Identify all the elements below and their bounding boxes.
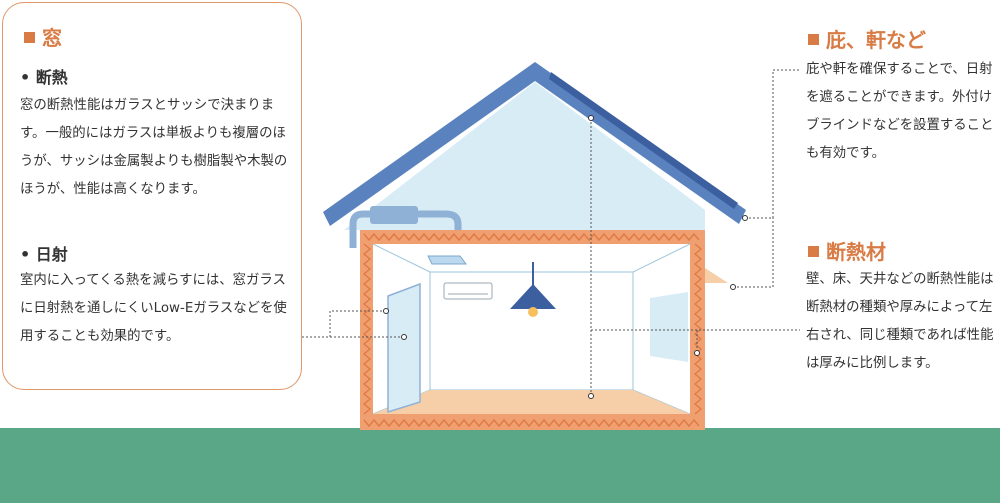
eaves-title: 庇、軒など — [808, 24, 926, 53]
square-bullet-icon — [808, 246, 819, 257]
attic-space — [344, 82, 705, 230]
ground — [0, 428, 1000, 503]
ceiling-light — [427, 255, 467, 265]
insulation-heading: • 断熱 — [20, 68, 68, 87]
insulation-body: 窓の断熱性能はガラスとサッシで決まります。一般的にはガラスは単板よりも複層のほう… — [20, 98, 288, 197]
leader-lines — [302, 69, 800, 396]
insulation-material-body: 壁、床、天井などの断熱性能は断熱材の種類や厚みによって左右され、同じ種類であれば… — [806, 272, 994, 371]
eave-canopy — [705, 268, 728, 283]
solar-heading: • 日射 — [20, 245, 68, 264]
ac-indoor-unit — [443, 282, 493, 300]
left-window — [387, 282, 421, 414]
square-bullet-icon — [24, 32, 35, 43]
right-window — [650, 292, 688, 362]
ac-outdoor-unit — [349, 206, 462, 248]
pendant-lamp — [510, 262, 556, 317]
eaves-body: 庇や軒を確保することで、日射を遮ることができます。外付けブラインドなどを設置する… — [806, 62, 994, 161]
solar-body: 室内に入ってくる熱を減らすには、窓ガラスに日射熱を通しにくいLow-Eガラスなど… — [20, 273, 287, 344]
window-title: 窓 — [24, 22, 62, 51]
insulation-zigzag — [362, 232, 703, 428]
leader-markers — [383, 115, 748, 399]
room-floor — [373, 390, 690, 414]
window-info-card — [2, 2, 302, 390]
insulation-material-title: 断熱材 — [808, 236, 886, 265]
solar-panel — [549, 72, 738, 209]
square-bullet-icon — [808, 34, 819, 45]
